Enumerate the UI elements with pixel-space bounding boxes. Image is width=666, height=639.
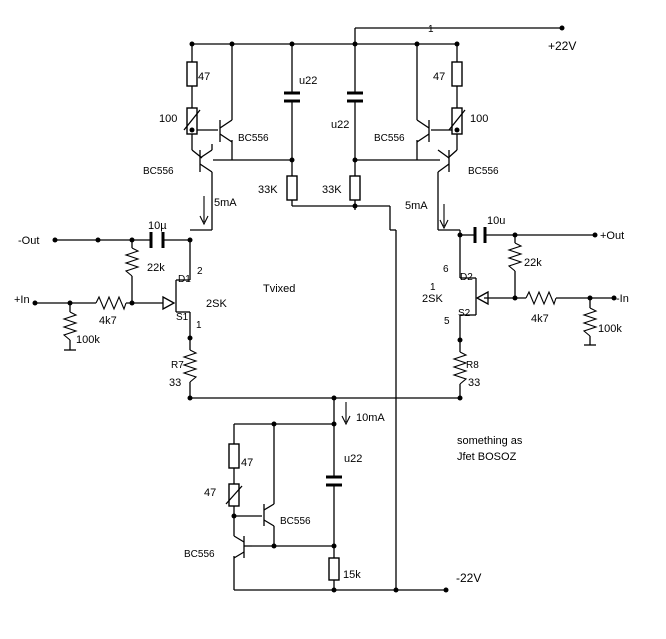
- pin-s1-label: S1: [176, 312, 189, 323]
- neg-supply-label: -22V: [456, 571, 481, 585]
- r100-left-label: 100: [159, 113, 177, 125]
- r22k-left-label: 22k: [147, 262, 165, 274]
- note-line-1: something as: [457, 435, 523, 447]
- r100k-left-label: 100k: [76, 334, 100, 346]
- resistor-47-right: [451, 61, 463, 87]
- resistor-47-left: [186, 61, 198, 87]
- r47-bottom-label: 47: [241, 457, 253, 469]
- cap-10u-right-label: 10u: [487, 215, 505, 227]
- resistor-33k-right: [349, 175, 361, 201]
- bc556-bottom-lower-label: BC556: [184, 549, 215, 560]
- note-line-2: Jfet BOSOZ: [457, 451, 517, 463]
- bc556-bottom-upper-label: BC556: [280, 516, 311, 527]
- r33k-right-label: 33K: [322, 184, 342, 196]
- bc556-upper-right-label: BC556: [374, 133, 405, 144]
- u22-right-label: u22: [331, 119, 349, 131]
- pin-d2-label: D2: [460, 272, 473, 283]
- right-lower-transistor: [437, 149, 450, 230]
- current-10ma-label: 10mA: [356, 412, 385, 424]
- left-upper-transistor: [219, 119, 233, 143]
- u22-bottom-label: u22: [344, 453, 362, 465]
- r47-trim-bottom-label: 47: [204, 487, 216, 499]
- r7-label: R7: [171, 360, 184, 371]
- u22-left-label: u22: [299, 75, 317, 87]
- pin-s2-label: S2: [458, 308, 471, 319]
- pin-1-left-label: 1: [196, 320, 202, 331]
- cap-10u-left-label: 10µ: [148, 220, 167, 232]
- r4k7-left-label: 4k7: [99, 315, 117, 327]
- current-5ma-left: 5mA: [214, 197, 237, 209]
- junction-dots: [32, 25, 617, 593]
- pos-supply-label: +22V: [548, 39, 576, 53]
- resistor-bodies: [183, 61, 466, 581]
- r33-right-label: 33: [468, 377, 480, 389]
- resistor-33k-left: [286, 175, 298, 201]
- r100k-right-label: 100k: [598, 323, 622, 335]
- r100-right-label: 100: [470, 113, 488, 125]
- resistor-15k: [328, 557, 340, 581]
- r47-right-label: 47: [433, 71, 445, 83]
- pin-1-right-label: 1: [430, 282, 436, 293]
- left-in-label: +In: [14, 294, 30, 306]
- pin-2-label: 2: [197, 266, 203, 277]
- zigzag-resistors: [62, 242, 598, 385]
- current-5ma-right: 5mA: [405, 200, 428, 212]
- r33-left-label: 33: [169, 377, 181, 389]
- jfet-left-label: 2SK: [206, 298, 227, 310]
- left-out-label: -Out: [18, 235, 39, 247]
- pin-6-label: 6: [443, 264, 449, 275]
- current-source-stage: [190, 397, 460, 591]
- tick-mark-label: 1: [428, 24, 434, 35]
- capacitors: [149, 91, 487, 487]
- r8-label: R8: [466, 360, 479, 371]
- pin-d1-label: D1: [178, 274, 191, 285]
- pin-5-label: 5: [444, 316, 450, 327]
- bc556-lower-left-label: BC556: [143, 166, 174, 177]
- right-out-label: +Out: [600, 230, 624, 242]
- bc556-lower-right-label: BC556: [468, 166, 499, 177]
- left-lower-transistor: [199, 144, 213, 230]
- current-arrows: [199, 196, 449, 426]
- labels: 1 +22V 47 100 BC556 BC556 u22 u22 47 100…: [14, 24, 629, 585]
- right-in-label: -In: [616, 293, 629, 305]
- supply-wiring: [191, 27, 562, 590]
- r22k-right-label: 22k: [524, 257, 542, 269]
- right-upper-transistor: [416, 119, 430, 143]
- center-note: Tvixed: [263, 283, 295, 295]
- bc556-upper-left-label: BC556: [238, 133, 269, 144]
- r33k-left-label: 33K: [258, 184, 278, 196]
- r4k7-right-label: 4k7: [531, 313, 549, 325]
- r15k-label: 15k: [343, 569, 361, 581]
- r47-left-label: 47: [198, 71, 210, 83]
- resistor-47-bottom: [228, 443, 240, 469]
- jfet-right-label: 2SK: [422, 293, 443, 305]
